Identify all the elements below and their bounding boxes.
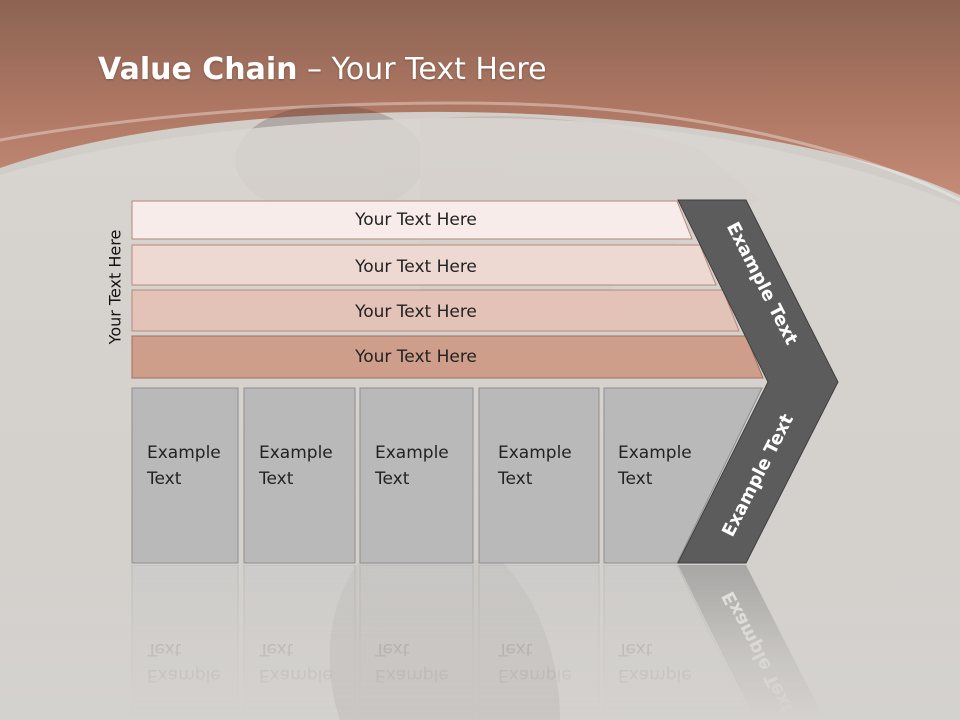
row-3[interactable]: Your Text Here [131, 289, 740, 332]
primary-columns: Example Text Example Text Example Text E… [131, 387, 763, 564]
column-4[interactable]: Example Text [478, 387, 600, 564]
reflection-col-4-line1: Example [498, 665, 572, 685]
column-3[interactable]: Example Text [359, 387, 474, 564]
reflection-col-3-line1: Example [375, 665, 449, 685]
column-5[interactable]: Example Text [603, 387, 763, 564]
reflection-col-5-line2: Text [617, 639, 653, 659]
column-2-line2: Text [258, 469, 294, 489]
row-2-label: Your Text Here [354, 257, 477, 277]
row-4[interactable]: Your Text Here [131, 335, 764, 379]
column-5-line2: Text [617, 469, 653, 489]
column-1[interactable]: Example Text [131, 387, 239, 564]
column-2-line1: Example [259, 443, 333, 463]
diagram-reflection: Example Text Example Text Example Text E… [131, 564, 825, 720]
title-rest: – Your Text Here [297, 52, 547, 87]
support-rows: Your Text Here Your Text Here Your Text … [131, 200, 764, 379]
row-4-label: Your Text Here [354, 347, 477, 367]
column-1-line1: Example [147, 443, 221, 463]
row-1-label: Your Text Here [354, 210, 477, 230]
slide-title: Value Chain – Your Text Here [98, 52, 547, 87]
column-4-line1: Example [498, 443, 572, 463]
column-2[interactable]: Example Text [243, 387, 356, 564]
column-1-line2: Text [146, 469, 182, 489]
title-bold: Value Chain [98, 52, 298, 87]
reflection-col-5-line1: Example [618, 665, 692, 685]
column-3-line1: Example [375, 443, 449, 463]
reflection-col-2-line2: Text [258, 639, 294, 659]
column-3-line2: Text [374, 469, 410, 489]
reflection-col-4-line2: Text [497, 639, 533, 659]
reflection-col-1-line1: Example [147, 665, 221, 685]
header-band [0, 0, 960, 195]
row-3-label: Your Text Here [354, 302, 477, 322]
column-4-line2: Text [497, 469, 533, 489]
reflection-col-2-line1: Example [259, 665, 333, 685]
row-2[interactable]: Your Text Here [131, 244, 717, 286]
reflection-col-1-line2: Text [146, 639, 182, 659]
row-1[interactable]: Your Text Here [131, 200, 693, 240]
reflection-col-3-line2: Text [374, 639, 410, 659]
column-5-line1: Example [618, 443, 692, 463]
